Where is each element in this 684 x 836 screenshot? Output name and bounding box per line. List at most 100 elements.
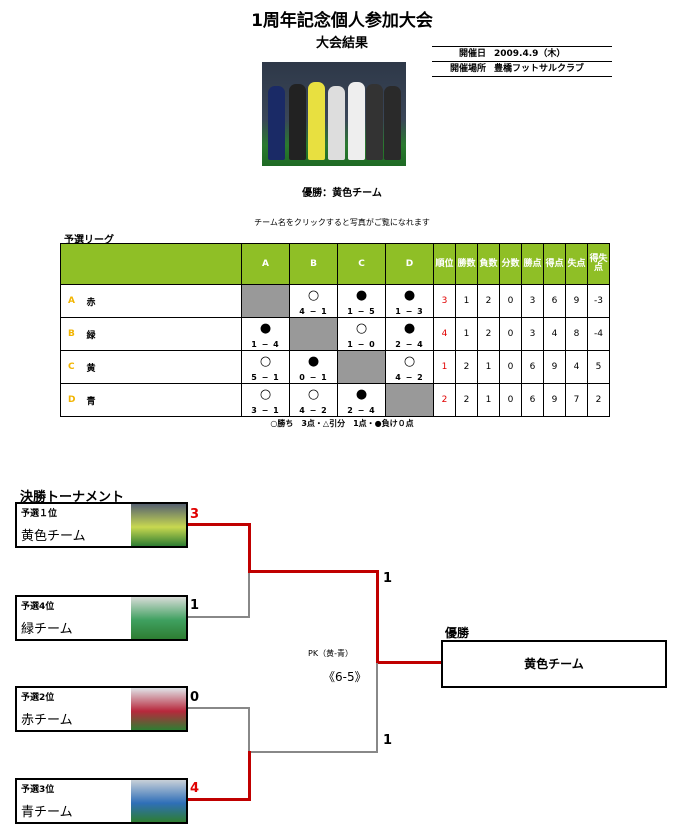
row-letter: C xyxy=(60,350,87,384)
event-venue-value: 豊橋フットサルクラブ xyxy=(494,64,585,74)
stat-cell: 2 xyxy=(587,383,610,417)
champion-box: 黄色チーム xyxy=(441,640,667,688)
match-score: 1 − 5 xyxy=(347,307,376,316)
page-subtitle: 大会結果 xyxy=(315,36,368,51)
match-cell: ●1 − 3 xyxy=(385,284,434,318)
team-box[interactable]: 予選3位 青チーム xyxy=(15,778,188,824)
stat-header: 失点 xyxy=(565,243,588,285)
bracket-line xyxy=(184,798,251,801)
page-title: 1周年記念個人参加大会 xyxy=(251,11,433,31)
rank-cell: 4 xyxy=(433,317,456,351)
team-photo xyxy=(131,688,186,730)
stat-header: 得失点 xyxy=(587,243,610,285)
winner-text: 優勝：黄色チーム xyxy=(302,188,382,199)
col-header-c: C xyxy=(337,243,386,285)
stat-cell: 5 xyxy=(587,350,610,384)
stat-cell: 8 xyxy=(565,317,588,351)
stat-cell: 2 xyxy=(455,383,478,417)
stat-cell: 4 xyxy=(565,350,588,384)
team-name-link[interactable]: 緑 xyxy=(86,317,242,351)
col-header-a: A xyxy=(241,243,290,285)
rank-cell: 2 xyxy=(433,383,456,417)
row-letter: B xyxy=(60,317,87,351)
result-mark: ● xyxy=(355,288,368,303)
stat-header: 負数 xyxy=(477,243,500,285)
stat-cell: 0 xyxy=(499,317,522,351)
team-name-link[interactable]: 赤 xyxy=(86,284,242,318)
match-cell: ○4 − 2 xyxy=(289,383,338,417)
result-mark: ○ xyxy=(259,387,272,402)
stat-cell: 3 xyxy=(521,284,544,318)
bracket-line xyxy=(376,661,441,664)
winner-team-photo xyxy=(262,62,406,166)
team-photo xyxy=(131,597,186,639)
click-note: チーム名をクリックすると写真がご覧になれます xyxy=(254,218,430,227)
team-score: 4 xyxy=(190,781,200,796)
stat-cell: 3 xyxy=(521,317,544,351)
league-legend: ○勝ち 3点・△引分 1点・●負け０点 xyxy=(270,419,414,428)
stat-cell: 7 xyxy=(565,383,588,417)
match-score: 0 − 1 xyxy=(299,373,328,382)
result-mark: ● xyxy=(259,321,272,336)
team-name-link[interactable]: 黄 xyxy=(86,350,242,384)
self-match-cell xyxy=(337,350,386,384)
result-mark: ○ xyxy=(259,354,272,369)
stat-cell: 9 xyxy=(565,284,588,318)
stat-header: 分数 xyxy=(499,243,522,285)
match-cell: ○ 4 − 1 xyxy=(289,284,338,318)
result-mark: ● xyxy=(403,288,416,303)
team-score: 3 xyxy=(190,507,200,522)
match-cell: ●0 − 1 xyxy=(289,350,338,384)
result-mark: ○ xyxy=(355,321,368,336)
match-cell: ●1 − 4 xyxy=(241,317,290,351)
pk-score: 《6-5》 xyxy=(323,670,367,684)
stat-cell: 6 xyxy=(521,350,544,384)
league-row-d: D 青 ○3 − 1 ○4 − 2 ●2 − 4 2 2 1 0 6 9 7 2 xyxy=(60,383,610,417)
team-box[interactable]: 予選4位 緑チーム xyxy=(15,595,188,641)
player-figure xyxy=(384,86,401,160)
team-box[interactable]: 予選１位 黄色チーム xyxy=(15,502,188,548)
tournament-title: 決勝トーナメント xyxy=(20,490,125,505)
match-score: 1 − 0 xyxy=(347,340,376,349)
row-letter: D xyxy=(60,383,87,417)
stat-cell: 1 xyxy=(477,383,500,417)
bracket-line xyxy=(248,707,250,753)
stat-cell: 1 xyxy=(477,350,500,384)
league-row-a: A 赤 ○4 − 1 ●1 − 5 ●1 − 3 3 1 2 0 3 6 9 -… xyxy=(60,284,610,318)
stat-cell: 6 xyxy=(521,383,544,417)
match-cell: ○ 1 − 0 xyxy=(337,317,386,351)
team-seed: 予選１位 xyxy=(21,509,58,519)
team-score: 0 xyxy=(190,690,200,705)
player-figure xyxy=(328,86,345,160)
stat-cell: 6 xyxy=(543,284,566,318)
team-name: 青チーム xyxy=(21,805,73,820)
result-mark: ○ xyxy=(307,288,320,303)
league-title: 予選リーグ xyxy=(64,235,114,246)
stat-cell: 2 xyxy=(477,317,500,351)
stat-cell: 9 xyxy=(543,383,566,417)
match-cell: ●2 − 4 xyxy=(385,317,434,351)
team-name-link[interactable]: 青 xyxy=(86,383,242,417)
stat-cell: 1 xyxy=(455,284,478,318)
match-cell: ○ 5 − 1 xyxy=(241,350,290,384)
team-score: 1 xyxy=(190,598,200,613)
bracket-line xyxy=(184,616,249,618)
match-score: 4 − 1 xyxy=(299,307,328,316)
stat-header: 勝数 xyxy=(455,243,478,285)
team-box[interactable]: 予選2位 赤チーム xyxy=(15,686,188,732)
league-header-row: A B C D 順位 勝数 負数 分数 勝点 得点 失点 得失点 xyxy=(60,243,610,285)
stat-cell: 9 xyxy=(543,350,566,384)
team-photo xyxy=(131,780,186,822)
stat-cell: -4 xyxy=(587,317,610,351)
self-match-cell xyxy=(289,317,338,351)
match-cell: ●2 − 4 xyxy=(337,383,386,417)
league-table: A B C D 順位 勝数 負数 分数 勝点 得点 失点 得失点 A 赤 ○4 … xyxy=(60,243,610,417)
stat-cell: 2 xyxy=(455,350,478,384)
team-name: 黄色チーム xyxy=(21,529,86,544)
bracket-line xyxy=(376,663,378,753)
match-score: 5 − 1 xyxy=(251,373,280,382)
result-mark: ● xyxy=(403,321,416,336)
team-seed: 予選2位 xyxy=(21,693,55,703)
